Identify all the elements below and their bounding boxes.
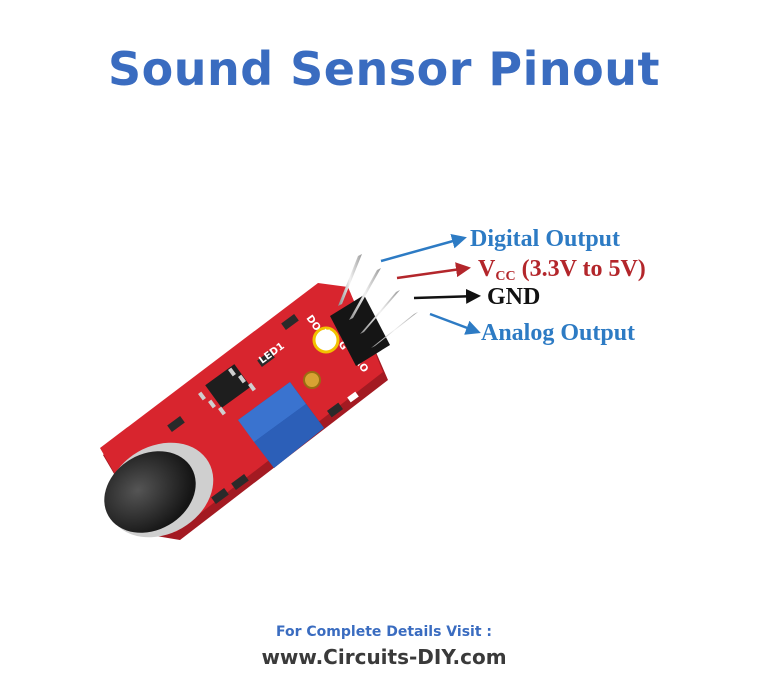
potentiometer [238, 371, 324, 468]
vcc-label-sub: CC [495, 269, 515, 284]
vcc-label-main: V [478, 256, 496, 282]
analog-output-arrow [429, 312, 481, 335]
page-title: Sound Sensor Pinout [108, 42, 660, 96]
vcc-label: VCC (3.3V to 5V) [478, 256, 646, 284]
vcc-arrow [396, 262, 471, 280]
header-pins [330, 254, 418, 366]
vcc-label-rest: (3.3V to 5V) [516, 256, 646, 282]
analog-output-label: Analog Output [481, 320, 635, 346]
gnd-arrow [413, 288, 481, 304]
digital-output-arrow [380, 233, 467, 263]
mounting-hole [312, 326, 340, 354]
microphone [104, 442, 214, 538]
pin-arrows [380, 233, 481, 335]
footer-visit-text: For Complete Details Visit : [276, 624, 492, 640]
pot-adjust-screw [303, 371, 321, 389]
footer-website-link[interactable]: www.Circuits-DIY.com [261, 645, 507, 669]
digital-output-label: Digital Output [470, 226, 620, 252]
gnd-label: GND [487, 284, 540, 310]
smd-components [167, 314, 359, 504]
